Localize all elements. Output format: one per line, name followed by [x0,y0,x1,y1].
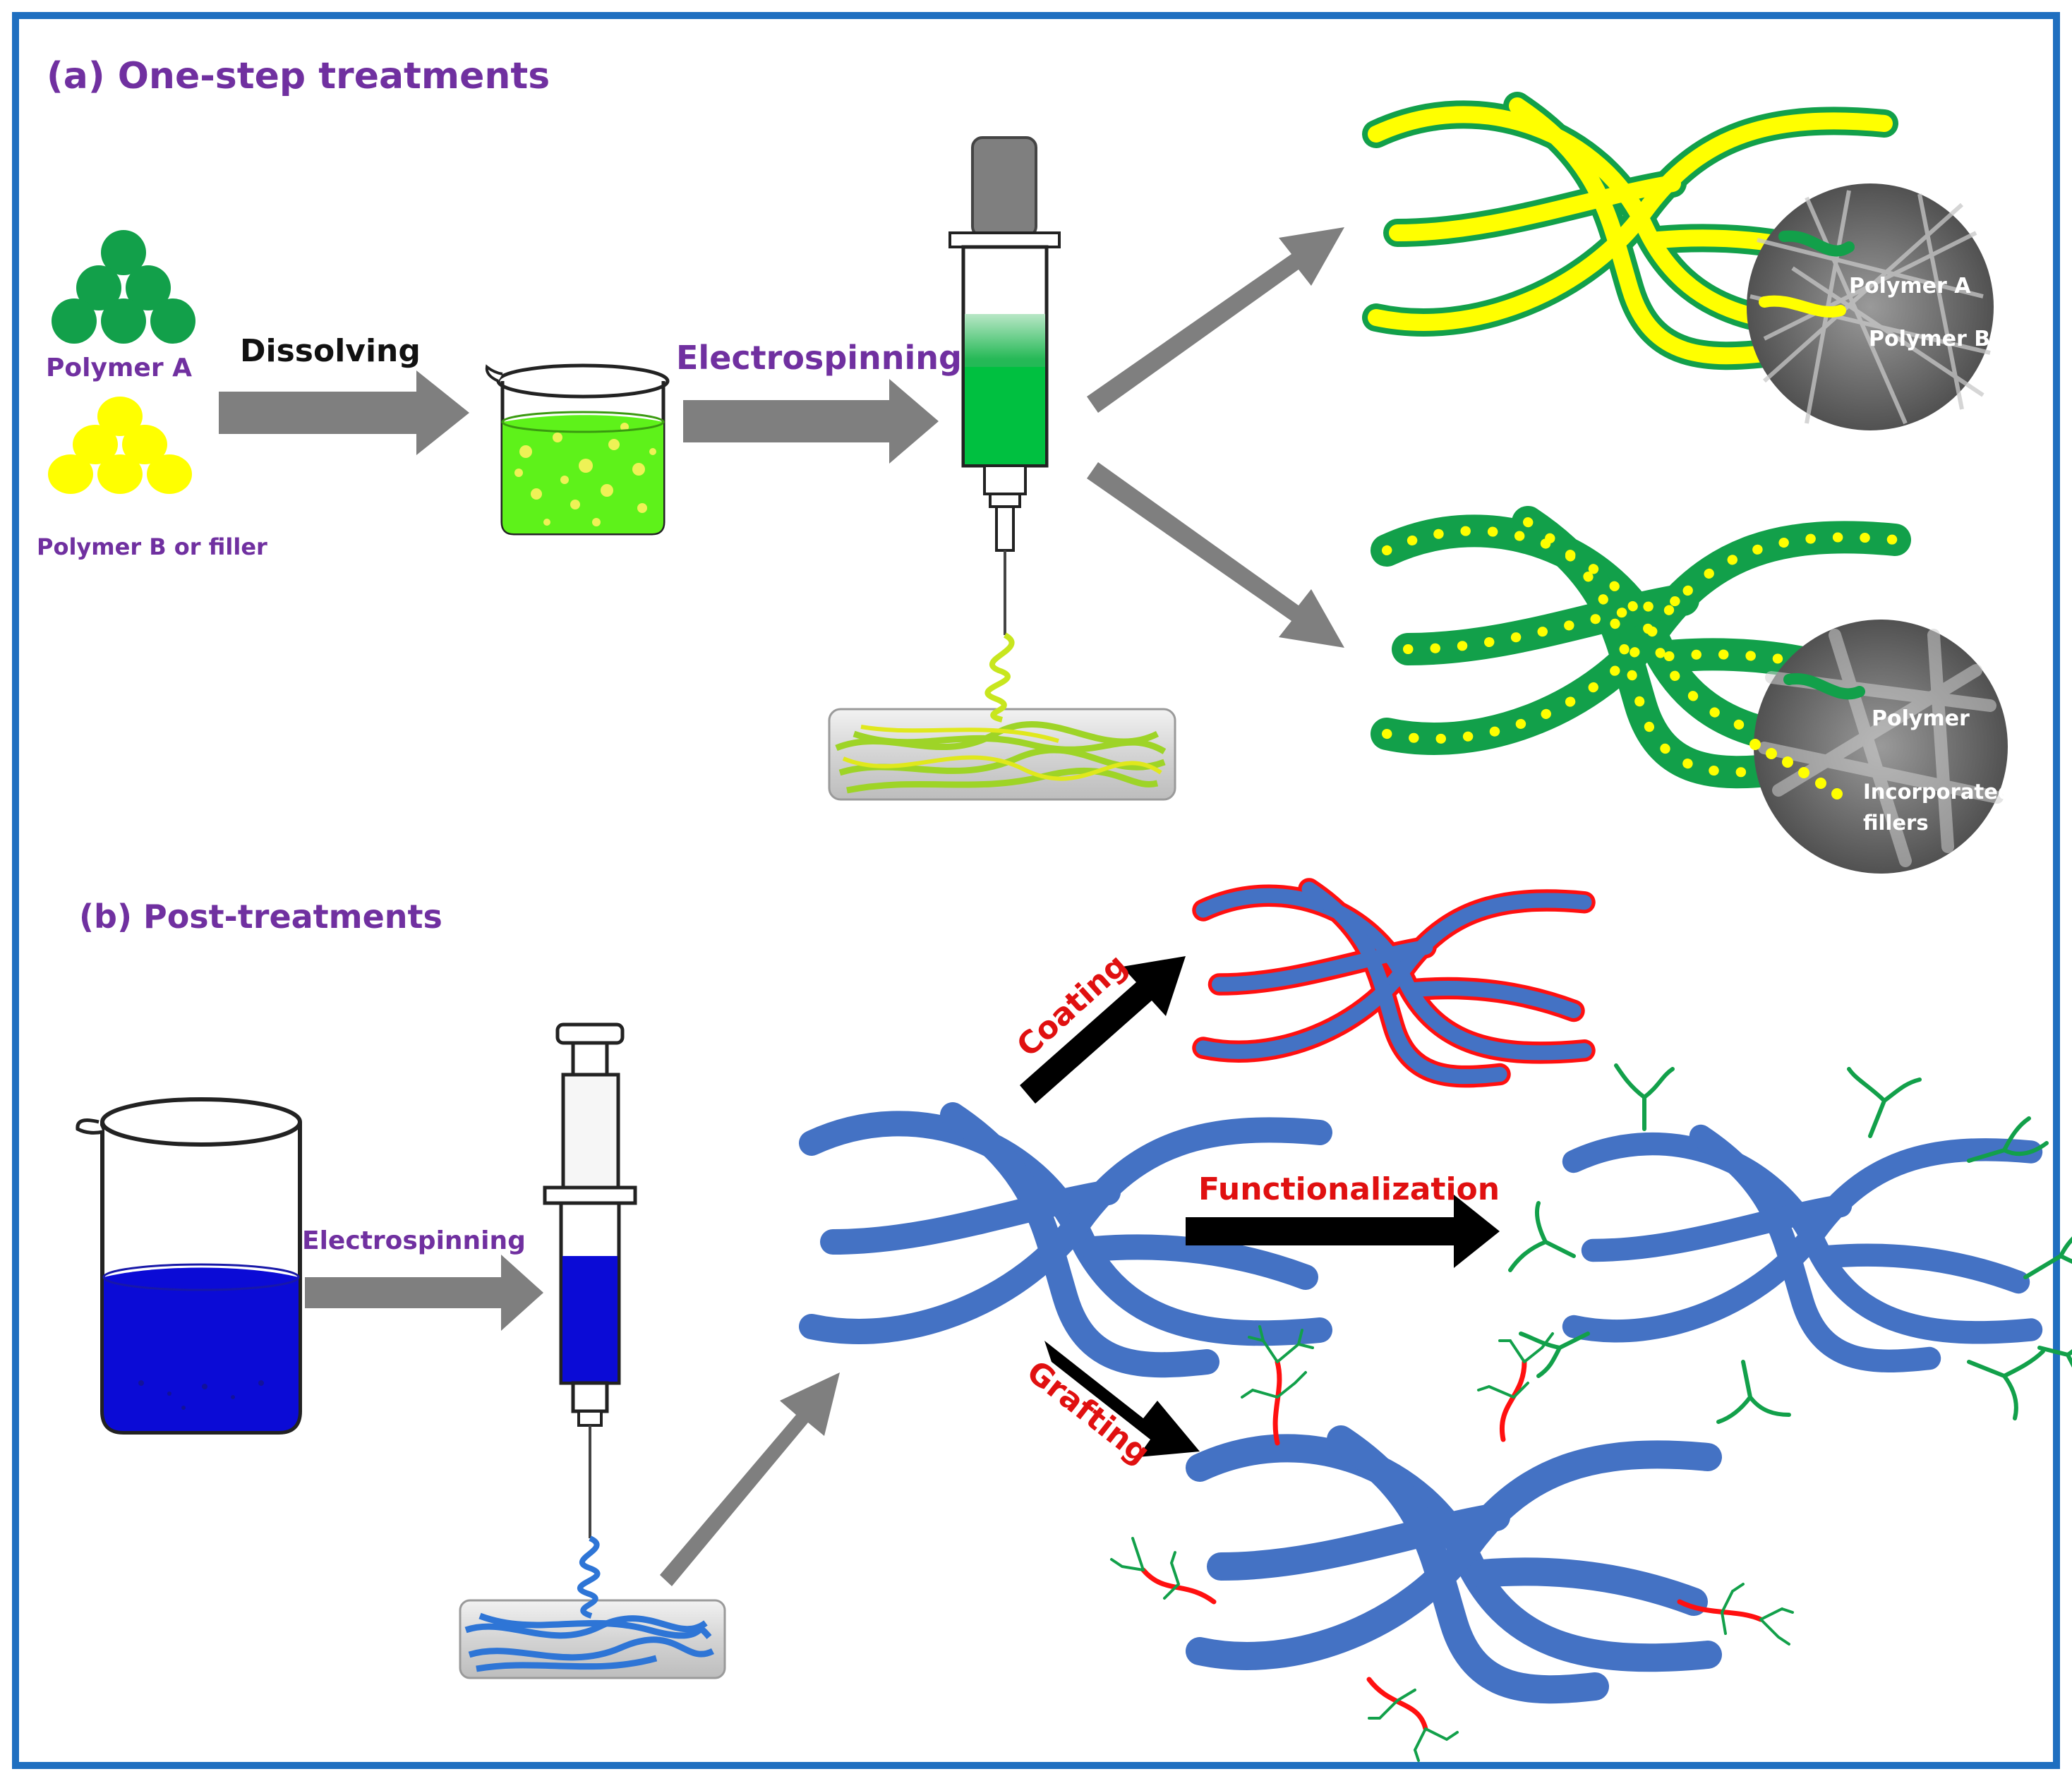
dissolving-arrow [219,370,469,455]
sem-image-blend: Polymer A Polymer B [1747,183,1994,430]
panel-b-title: (b) Post-treatments [79,898,442,936]
green-collector [828,632,1176,801]
sem-blend-label-a: Polymer A [1849,274,1971,298]
polymer-a-label: Polymer A [46,354,192,382]
panel-a-title: (a) One-step treatments [47,55,550,97]
coating-arrow [1020,956,1186,1104]
arrow-to-composite [1087,462,1344,648]
polymer-b-label: Polymer B or filler [37,533,267,560]
electrospinning-label-b: Electrospinning [302,1226,526,1255]
electrospinning-arrow-b [305,1255,543,1331]
blue-syringe [543,1022,637,1538]
dissolving-label: Dissolving [240,333,421,369]
electrospinning-label-a: Electrospinning [676,339,962,377]
arrow-to-blue-network [660,1372,840,1586]
arrow-to-blend [1087,227,1344,413]
sem-composite-label-fillers-1: Incorporated [1863,780,2013,804]
functionalization-label: Functionalization [1198,1171,1500,1207]
polymer-a-pellets [52,230,195,344]
functionalized-fiber-network [1508,1063,2072,1424]
electrospinning-arrow-a [683,379,939,464]
green-syringe [948,136,1061,635]
sem-composite-label-fillers-2: fillers [1863,811,1929,835]
sem-image-composite: Polymer Incorporated fillers [1749,620,2013,874]
functionalization-arrow [1186,1195,1500,1268]
green-solution-beaker [485,363,670,536]
blue-solution-beaker [76,1097,302,1435]
polymer-b-pellets [48,397,192,494]
grafting-arrow [1044,1341,1200,1457]
grafted-fiber-network [1110,1325,1794,1762]
sem-blend-label-b: Polymer B [1869,327,1990,351]
sem-composite-label-polymer: Polymer [1872,706,1970,731]
blue-collector [459,1535,726,1679]
